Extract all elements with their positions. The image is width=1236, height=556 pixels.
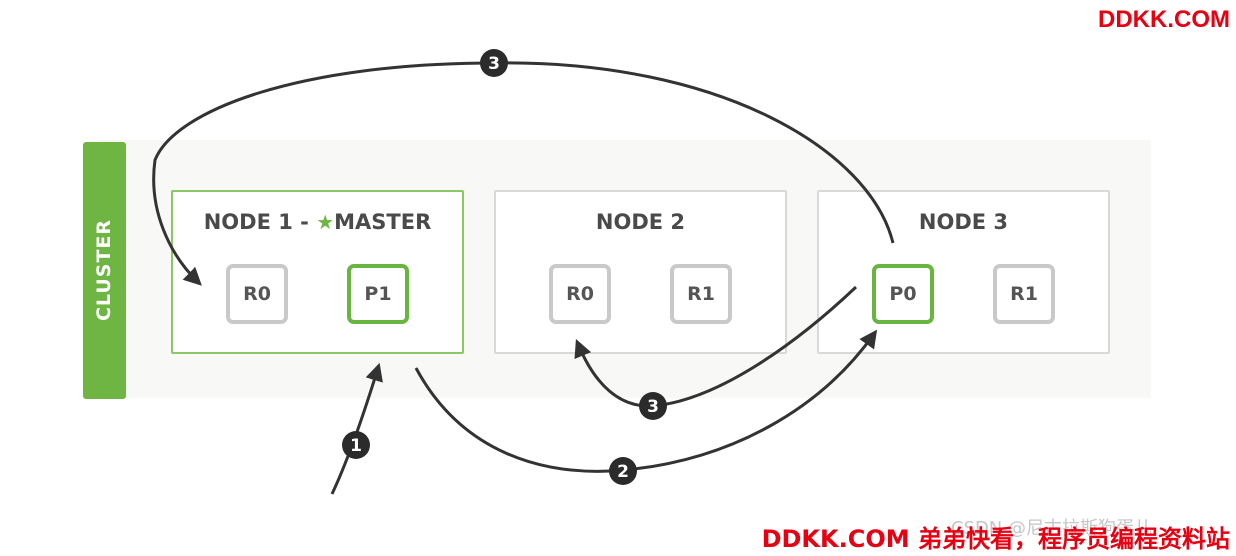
node-2-title: NODE 2 [595,210,686,234]
shard-r1-node3: R1 [993,264,1055,324]
shard-p1-node1: P1 [347,264,409,324]
node-1-title: NODE 1 - ★MASTER [173,210,462,234]
arrow-step-3-node2 [574,285,858,408]
node-2: NODE 2 R0 R1 [494,190,787,354]
step-label-2: 2 [617,462,629,482]
node-3-title: NODE 3 [918,210,1009,234]
arrow-step-1 [330,362,383,495]
master-label: MASTER [334,210,432,234]
node-3: NODE 3 P0 R1 [817,190,1110,354]
step-marker-2 [609,457,637,485]
shard-r1-node2: R1 [670,264,732,324]
node-1-title-text: NODE 1 - [203,210,317,234]
arrow-step-3-node1 [152,61,895,286]
step-label-1: 1 [350,436,362,456]
star-icon: ★ [316,210,335,234]
step-label-3b: 3 [488,54,500,74]
step-marker-1 [342,431,370,459]
watermark-bottom: DDKK.COM 弟弟快看，程序员编程资料站 [761,525,1230,553]
step-marker-3a [639,392,667,420]
shard-p0-node3: P0 [872,264,934,324]
node-1: NODE 1 - ★MASTER R0 P1 [171,190,464,354]
step-marker-3b [480,49,508,77]
shard-r0-node1: R0 [226,264,288,324]
watermark-top: DDKK.COM [1098,6,1230,33]
step-label-3a: 3 [647,397,659,417]
cluster-bar [83,142,126,399]
csdn-watermark: CSDN @尼古拉斯狗蛋儿 [950,518,1152,539]
shard-r0-node2: R0 [549,264,611,324]
